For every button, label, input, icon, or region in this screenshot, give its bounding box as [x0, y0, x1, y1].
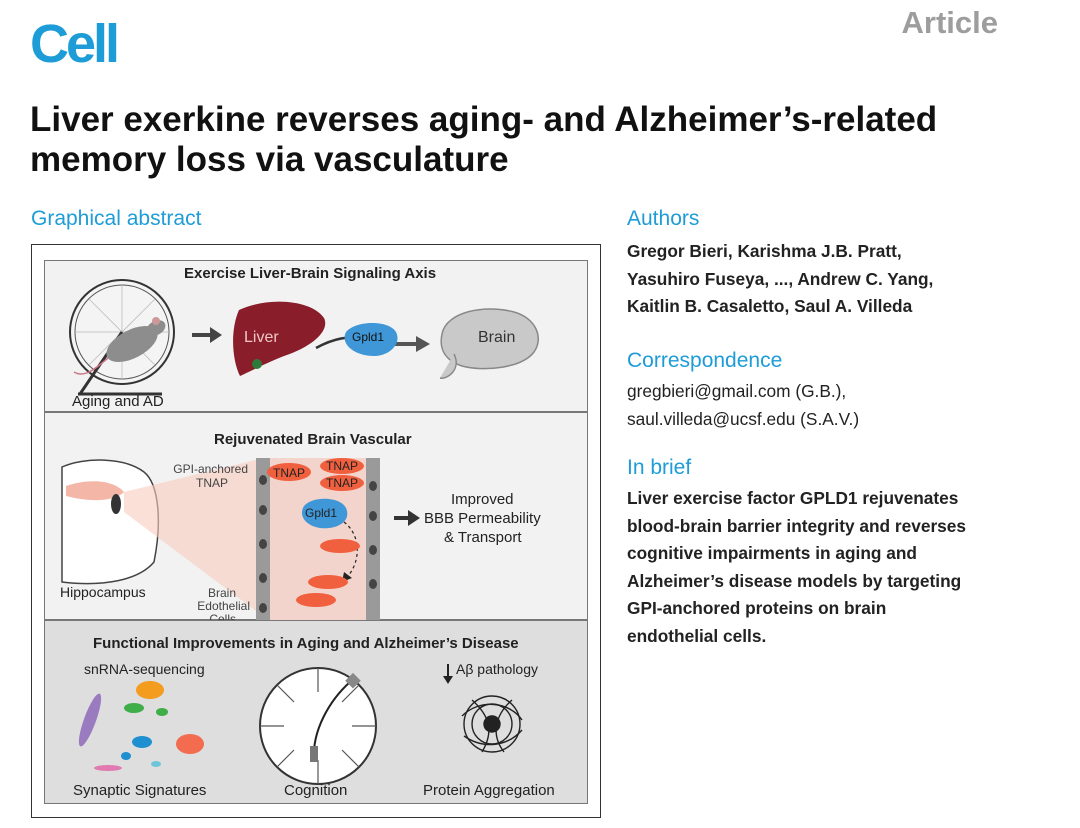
- snrna-seq-label: snRNA-sequencing: [84, 661, 205, 677]
- article-type-label: Article: [901, 5, 998, 40]
- down-arrow-icon: [443, 664, 453, 684]
- improved-label-2: BBB Permeability: [424, 510, 541, 527]
- tnap-marker-3: TNAP: [326, 476, 359, 490]
- improved-label-1: Improved: [451, 491, 514, 508]
- panel1-title: Exercise Liver-Brain Signaling Axis: [184, 265, 437, 282]
- email-link[interactable]: saul.villeda@ucsf.edu (S.A.V.): [627, 408, 860, 429]
- panel3-title: Functional Improvements in Aging and Alz…: [93, 635, 519, 652]
- liver-icon: [233, 301, 326, 376]
- in-brief-line: cognitive impairments in aging and: [627, 543, 917, 563]
- authors-line: Yasuhiro Fuseya, ..., Andrew C. Yang,: [627, 268, 934, 289]
- authors-line: Kaitlin B. Casaletto, Saul A. Villeda: [627, 296, 913, 316]
- synaptic-signatures-label: Synaptic Signatures: [73, 782, 207, 799]
- aging-ad-label: Aging and AD: [72, 393, 164, 410]
- gpld1-protein-icon: [344, 323, 398, 356]
- abeta-pathology-label: Aβ pathology: [456, 661, 538, 677]
- brain-label: Brain: [478, 329, 516, 346]
- protein-aggregation-label: Protein Aggregation: [423, 782, 555, 799]
- in-brief-line: endothelial cells.: [627, 625, 767, 646]
- authors-list: Gregor Bieri, Karishma J.B. Pratt, Yasuh…: [627, 238, 933, 321]
- mouse-icon: [73, 317, 166, 375]
- graphical-abstract-heading: Graphical abstract: [31, 207, 202, 230]
- authors-heading: Authors: [627, 207, 700, 230]
- gpi-anchored-label: GPI-anchored: [173, 462, 248, 476]
- correspondence-emails: gregbieri@gmail.com (G.B.), saul.villeda…: [627, 378, 859, 433]
- tnap-caption-label: TNAP: [195, 476, 228, 490]
- tnap-marker-2: TNAP: [326, 459, 359, 473]
- vessel-wall-left: [256, 458, 270, 620]
- brain-endothelial-label-1: Brain: [207, 586, 236, 600]
- panel1-illustration: [69, 279, 539, 396]
- in-brief-line: GPI-anchored proteins on brain: [627, 598, 887, 618]
- article-title: Liver exerkine reverses aging- and Alzhe…: [30, 100, 938, 179]
- umap-clusters-icon: [78, 681, 204, 771]
- in-brief-text: Liver exercise factor GPLD1 rejuvenates …: [627, 485, 966, 650]
- in-brief-line: Alzheimer’s disease models by targeting: [627, 570, 962, 591]
- improved-label-3: & Transport: [444, 529, 522, 546]
- panel3-illustration: [78, 664, 523, 785]
- liver-label: Liver: [244, 329, 279, 346]
- journal-logo: Cell: [30, 14, 120, 74]
- authors-line: Gregor Bieri, Karishma J.B. Pratt,: [627, 241, 902, 261]
- gpld1-label: Gpld1: [352, 330, 385, 344]
- brain-endothelial-label-2: Edothelial: [197, 599, 250, 613]
- correspondence-heading: Correspondence: [627, 349, 783, 372]
- arrow-icon: [192, 327, 222, 343]
- in-brief-heading: In brief: [627, 456, 692, 479]
- hippocampus-label: Hippocampus: [60, 584, 146, 600]
- in-brief-line: Liver exercise factor GPLD1 rejuvenates: [627, 488, 959, 508]
- cognition-label: Cognition: [284, 782, 348, 799]
- panel2-illustration: [61, 458, 420, 620]
- amyloid-plaque-icon: [461, 695, 523, 753]
- vessel-wall-right: [366, 458, 380, 620]
- maze-icon: [259, 667, 377, 785]
- email-link[interactable]: gregbieri@gmail.com (G.B.),: [627, 381, 847, 401]
- in-brief-line: blood-brain barrier integrity and revers…: [627, 515, 967, 536]
- tnap-marker-1: TNAP: [273, 466, 306, 480]
- graphical-abstract-figure: [31, 244, 601, 818]
- gpld1-vessel-label: Gpld1: [305, 506, 338, 520]
- panel2-title: Rejuvenated Brain Vascular: [214, 431, 412, 448]
